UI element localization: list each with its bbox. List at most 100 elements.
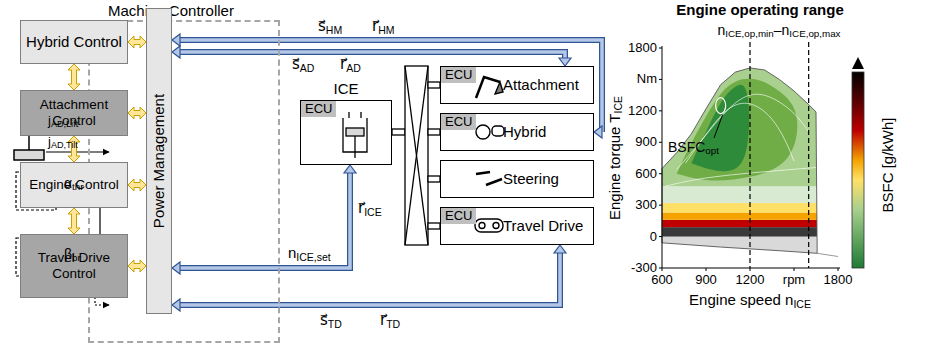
hybrid-storage-icon	[492, 126, 504, 136]
y-tick-label: 300	[635, 198, 657, 212]
arrowhead	[172, 299, 180, 311]
block-label: Power Management	[150, 94, 167, 228]
arrow-body	[128, 107, 146, 119]
shaft	[392, 129, 405, 135]
connector-core	[180, 40, 602, 132]
block-label: Steering	[503, 170, 559, 187]
tick	[659, 48, 662, 49]
y-tick-label: 900	[635, 135, 657, 149]
tick	[794, 268, 795, 271]
steering-icon	[476, 172, 490, 174]
control-block: Hybrid Control	[20, 20, 128, 64]
contour-line	[677, 94, 809, 169]
gearbox-cross	[405, 66, 428, 245]
tick	[659, 79, 662, 80]
gearbox-housing	[405, 66, 428, 245]
y-tick-label: 1800	[628, 41, 657, 55]
wheel-icon	[479, 223, 485, 229]
x-tick-label: rpm	[783, 273, 805, 287]
block-label: Travel Drive	[503, 217, 583, 234]
tilt-signal-line	[46, 151, 109, 152]
arrowhead	[559, 58, 571, 66]
device-icons	[475, 77, 504, 232]
y-tick-label: 600	[635, 167, 657, 181]
arrow-body	[128, 179, 146, 191]
tick	[659, 236, 662, 237]
block-label: Hybrid	[503, 123, 546, 140]
gearbox	[392, 66, 440, 245]
signal-name: s⃗AD	[292, 56, 314, 73]
track-icon	[475, 219, 503, 232]
arrowhead	[172, 34, 180, 46]
connector-outline	[180, 253, 560, 305]
wheel-icon	[493, 223, 499, 229]
tick	[662, 268, 663, 271]
block-label: Attachment	[503, 76, 579, 93]
internal-signal-arrow	[68, 64, 80, 90]
bus-connector	[172, 165, 356, 274]
connector-core	[180, 253, 560, 305]
shaft	[428, 176, 440, 182]
device-box: ECU Attachment	[440, 66, 594, 104]
contour-line	[665, 167, 818, 186]
bus-connector	[172, 245, 566, 311]
hybrid-motor-icon	[476, 125, 490, 139]
operating-limit-line	[749, 42, 750, 268]
x-tick-label: 900	[695, 273, 717, 287]
bus-connector	[172, 46, 571, 66]
signal-name: jAD,Lift	[48, 114, 78, 128]
block-label: Hybrid Control	[23, 33, 125, 50]
range-label: nICE,op,min–nICE,op,max	[717, 23, 840, 38]
internal-signal-arrow	[128, 107, 146, 119]
con-rod	[354, 136, 355, 158]
engine-symbol	[343, 112, 367, 158]
tick	[659, 173, 662, 174]
y-tick-label: 0	[650, 229, 657, 243]
optimum-contour	[716, 98, 726, 114]
signal-name: r⃗TD	[380, 312, 400, 329]
x-tick-label: 600	[651, 273, 673, 287]
tick	[838, 268, 839, 271]
connector-outline	[180, 40, 602, 132]
valve	[360, 112, 361, 118]
x-tick-label: 1200	[736, 273, 765, 287]
shaft	[428, 82, 440, 88]
block-heading: ICE	[301, 80, 391, 97]
ecu-tag: ECU	[441, 208, 476, 224]
arrow-body	[128, 36, 146, 48]
ecu-tag: ECU	[301, 101, 336, 117]
control-block: Travel Drive Control	[20, 234, 128, 298]
map-fill	[650, 27, 850, 268]
device-box: ECU Hybrid	[440, 113, 594, 151]
signal-name: αthr	[64, 176, 84, 191]
internal-signal-arrow	[128, 179, 146, 191]
attachment-arm-icon	[476, 77, 500, 98]
signal-name: s⃗HM	[318, 18, 342, 35]
arrowhead	[344, 165, 356, 173]
tick	[706, 268, 707, 271]
ecu-tag: ECU	[441, 67, 476, 83]
connector-core	[180, 173, 350, 268]
tick	[750, 268, 751, 271]
internal-signal-arrow	[68, 208, 80, 234]
device-box: Steering	[440, 160, 594, 198]
full-load-curve	[662, 68, 817, 253]
leader-line	[714, 115, 723, 138]
motoring-curve	[817, 253, 838, 256]
internal-signal-arrow	[128, 36, 146, 48]
steering-icon	[486, 179, 502, 185]
joystick-base	[14, 150, 44, 160]
ecu-tag: ECU	[441, 114, 476, 130]
signal-name: r⃗AD	[340, 56, 361, 73]
bucket-icon	[495, 82, 503, 94]
signal-name: r⃗ICE	[358, 200, 382, 217]
shaft	[428, 223, 440, 229]
connector-outline	[180, 52, 565, 58]
shaft	[428, 129, 440, 135]
signal-name: nICE,set	[288, 245, 331, 262]
gearbox-cross	[405, 66, 428, 245]
arrowhead	[172, 262, 180, 274]
x-tick-label: 1800	[824, 273, 853, 287]
chart-title: Engine operating range	[676, 2, 844, 19]
